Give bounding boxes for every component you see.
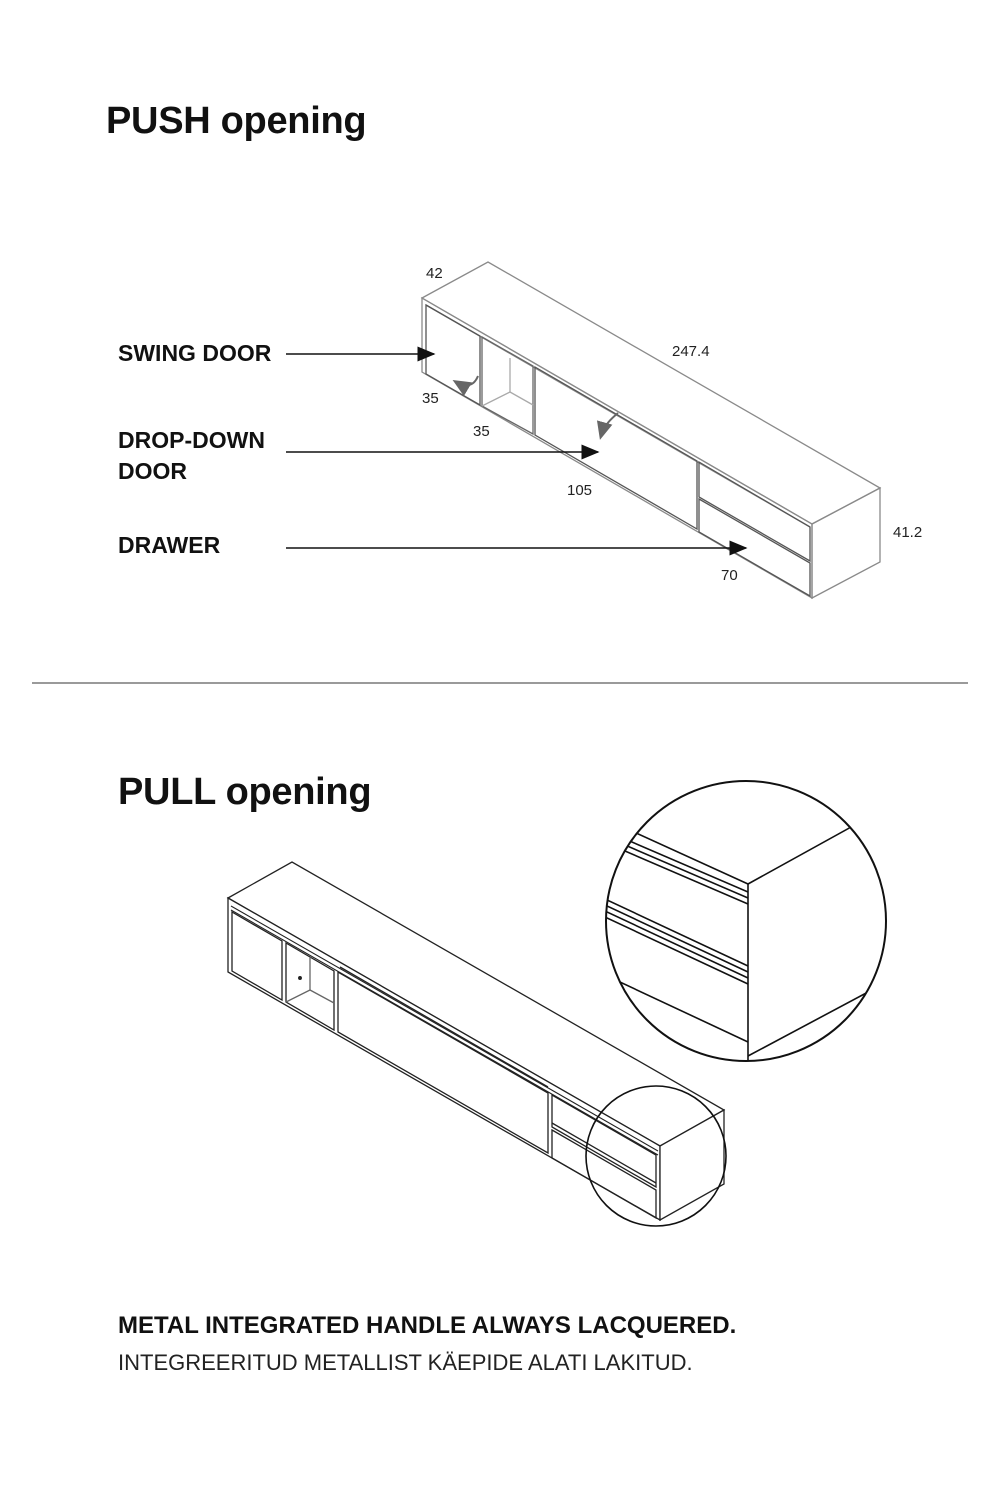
push-cabinet-diagram: 42 247.4 41.2 35 35 105 70: [286, 261, 922, 600]
handle-note-primary: METAL INTEGRATED HANDLE ALWAYS LACQUERED…: [118, 1312, 737, 1339]
dimension-open-section: 35: [473, 423, 490, 440]
open-section: [481, 335, 534, 436]
lower-drawer-panel: [698, 497, 811, 598]
upper-drawer-panel: [698, 460, 811, 563]
dimension-depth: 42: [426, 265, 443, 282]
handle-detail-zoom: [605, 780, 887, 1062]
pull-open-section: [285, 941, 335, 1032]
dimension-length: 247.4: [672, 343, 710, 360]
pull-swing-door: [231, 910, 283, 1002]
pull-cabinet-side-face: [659, 1108, 725, 1222]
cabinet-side-face: [811, 486, 881, 600]
dimension-drop-down: 105: [567, 482, 592, 499]
pull-cabinet-diagram: [226, 780, 887, 1227]
dimension-height: 41.2: [893, 524, 922, 541]
push-cabinet: [420, 261, 882, 600]
detail-marker-circle: [585, 1085, 727, 1227]
drop-down-door-panel: [534, 365, 698, 531]
drop-down-direction-arrow: [596, 412, 619, 440]
pull-upper-drawer: [551, 1093, 657, 1189]
drawer-label: DRAWER: [118, 532, 221, 558]
dimension-drawer: 70: [721, 567, 738, 584]
push-opening-title: PUSH opening: [106, 100, 367, 142]
swing-door-label: SWING DOOR: [118, 340, 272, 366]
pull-lower-drawer: [551, 1128, 657, 1220]
drop-down-door-label: DROP-DOWN DOOR: [118, 427, 265, 484]
dimension-swing-door: 35: [422, 390, 439, 407]
pull-drop-down-door: [337, 970, 549, 1155]
handle-note-secondary: INTEGREERITUD METALLIST KÄEPIDE ALATI LA…: [118, 1350, 693, 1375]
pull-cabinet: [226, 861, 726, 1222]
section-divider: [32, 682, 968, 684]
swing-direction-arrow: [452, 375, 479, 397]
pull-opening-title: PULL opening: [118, 771, 372, 813]
